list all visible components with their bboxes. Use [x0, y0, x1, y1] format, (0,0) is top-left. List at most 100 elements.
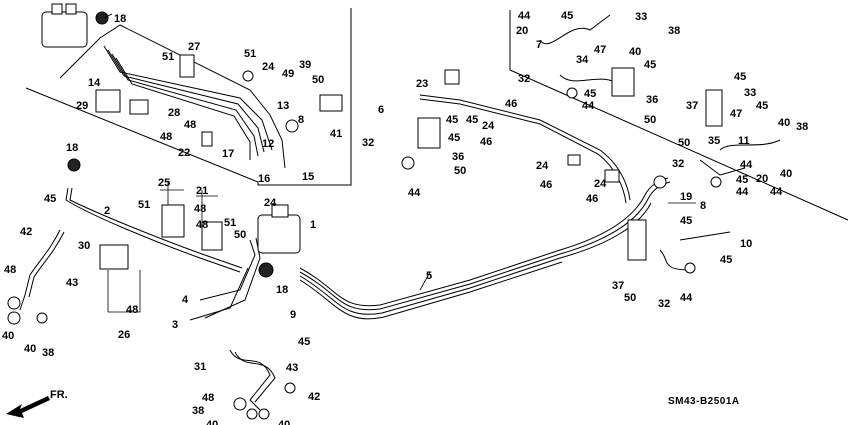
- callout-49: 49: [282, 68, 294, 80]
- callout-40: 40: [778, 117, 790, 129]
- callout-42: 42: [308, 391, 320, 403]
- callout-18: 18: [276, 284, 288, 296]
- callout-41: 41: [330, 128, 342, 140]
- callout-47: 47: [730, 108, 742, 120]
- callout-45: 45: [680, 215, 692, 227]
- callout-44: 44: [518, 10, 531, 22]
- callout-9: 9: [290, 309, 296, 321]
- callout-48: 48: [196, 219, 208, 231]
- callout-40: 40: [780, 168, 792, 180]
- callout-24: 24: [264, 197, 277, 209]
- callout-13: 13: [277, 100, 289, 112]
- callout-24: 24: [536, 160, 549, 172]
- callout-24: 24: [262, 61, 275, 73]
- callout-44: 44: [736, 186, 749, 198]
- callout-50: 50: [454, 165, 466, 177]
- callout-45: 45: [720, 254, 732, 266]
- callout-40: 40: [24, 343, 36, 355]
- callout-5: 5: [426, 270, 432, 282]
- callout-24: 24: [482, 120, 495, 132]
- brake-pipes: [19, 14, 781, 411]
- callout-6: 6: [378, 104, 384, 116]
- callout-44: 44: [740, 159, 753, 171]
- callout-36: 36: [646, 94, 658, 106]
- callout-42: 42: [20, 226, 32, 238]
- callout-48: 48: [4, 264, 16, 276]
- callout-51: 51: [244, 48, 256, 60]
- callout-4: 4: [182, 294, 189, 306]
- callout-17: 17: [222, 148, 234, 160]
- callout-45: 45: [44, 193, 56, 205]
- callout-46: 46: [480, 136, 492, 148]
- bracket-25-icon: [161, 204, 185, 238]
- callout-45: 45: [736, 174, 748, 186]
- callout-16: 16: [258, 173, 270, 185]
- callout-50: 50: [624, 292, 636, 304]
- callout-7: 7: [536, 39, 542, 51]
- callout-40: 40: [206, 419, 218, 425]
- callout-46: 46: [505, 98, 517, 110]
- abs-modulator-icon: [41, 11, 88, 48]
- callout-35: 35: [708, 135, 720, 147]
- callout-27: 27: [188, 41, 200, 53]
- callout-40: 40: [2, 330, 14, 342]
- arrow-icon: [6, 396, 50, 418]
- front-direction-arrow: FR.: [6, 389, 68, 418]
- callout-33: 33: [635, 11, 647, 23]
- callout-45: 45: [584, 88, 596, 100]
- inset-borders: [25, 8, 849, 221]
- callout-18: 18: [66, 142, 78, 154]
- callout-38: 38: [668, 25, 680, 37]
- callout-44: 44: [770, 186, 783, 198]
- callout-31: 31: [194, 361, 206, 373]
- callout-48: 48: [160, 131, 172, 143]
- callout-32: 32: [658, 298, 670, 310]
- callout-12: 12: [262, 138, 274, 150]
- callout-30: 30: [78, 240, 90, 252]
- callout-39: 39: [299, 59, 311, 71]
- bracket-37-icon: [627, 219, 647, 261]
- callout-29: 29: [76, 100, 88, 112]
- callout-43: 43: [66, 277, 78, 289]
- callout-40: 40: [278, 419, 290, 425]
- callout-46: 46: [586, 193, 598, 205]
- callout-45: 45: [446, 114, 458, 126]
- callout-43: 43: [286, 362, 298, 374]
- grommet-icon: [95, 11, 109, 25]
- callout-40: 40: [629, 46, 641, 58]
- callout-1: 1: [310, 219, 316, 231]
- callout-25: 25: [158, 177, 170, 189]
- callout-21: 21: [196, 185, 208, 197]
- callout-11: 11: [738, 135, 750, 147]
- diagram-code: SM43-B2501A: [668, 396, 740, 407]
- bracket-21-icon: [201, 221, 223, 251]
- callout-23: 23: [416, 78, 428, 90]
- bracket-41-icon: [319, 94, 343, 112]
- callout-45: 45: [448, 132, 460, 144]
- callout-26: 26: [118, 329, 130, 341]
- callout-8: 8: [298, 114, 304, 126]
- callout-50: 50: [312, 74, 324, 86]
- callout-44: 44: [408, 187, 421, 199]
- callout-51: 51: [162, 51, 174, 63]
- callout-50: 50: [644, 114, 656, 126]
- callout-37: 37: [612, 280, 624, 292]
- callout-8: 8: [700, 200, 706, 212]
- callout-45: 45: [298, 336, 310, 348]
- callout-45: 45: [644, 59, 656, 71]
- callout-34: 34: [576, 54, 589, 66]
- components: [7, 3, 723, 420]
- callout-19: 19: [680, 191, 692, 203]
- callout-32: 32: [362, 137, 374, 149]
- callout-44: 44: [582, 100, 595, 112]
- callout-22: 22: [178, 147, 190, 159]
- callout-51: 51: [138, 199, 150, 211]
- callout-48: 48: [194, 203, 206, 215]
- callout-45: 45: [734, 71, 746, 83]
- callout-15: 15: [302, 171, 314, 183]
- callout-45: 45: [561, 10, 573, 22]
- callout-51: 51: [224, 217, 236, 229]
- clamp-29-icon: [95, 89, 121, 113]
